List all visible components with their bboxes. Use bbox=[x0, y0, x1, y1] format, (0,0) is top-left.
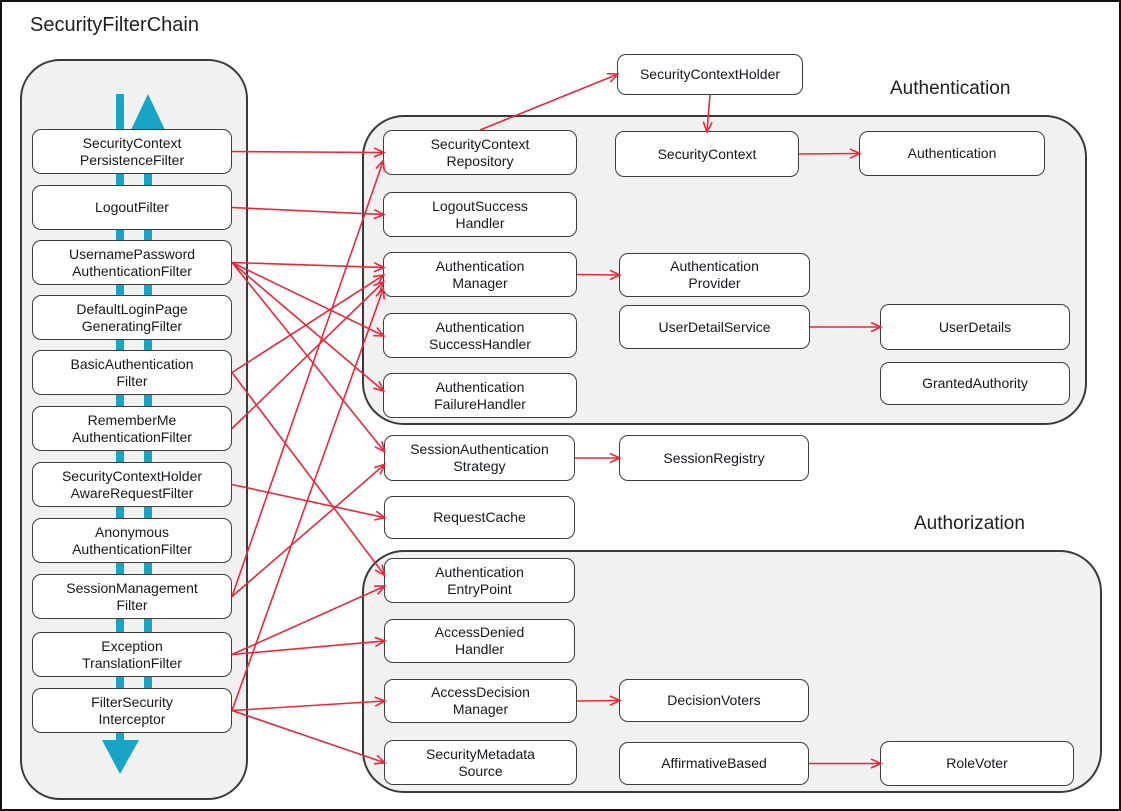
node-logoutFilter: LogoutFilter bbox=[32, 185, 232, 230]
edge-usernamePasswordAuthenticationFilter-to-authenticationManager bbox=[231, 261, 383, 268]
edge-filterSecurityInterceptor-to-authenticationManager bbox=[231, 290, 383, 711]
edge-sessionManagementFilter-to-securityContextRepository bbox=[231, 162, 383, 597]
node-userDetails: UserDetails bbox=[880, 304, 1070, 350]
authentication-group-label: Authentication bbox=[890, 78, 1011, 99]
edge-basicAuthenticationFilter-to-authenticationManager bbox=[231, 276, 383, 374]
node-exceptionTranslationFilter: Exception TranslationFilter bbox=[32, 632, 232, 677]
edge-usernamePasswordAuthenticationFilter-to-authenticationSuccessHandler bbox=[231, 261, 383, 336]
edge-securityContextPersistenceFilter-to-securityContextRepository bbox=[231, 152, 383, 153]
node-securityContext: SecurityContext bbox=[615, 131, 799, 177]
node-anonymousAuthenticationFilter: Anonymous AuthenticationFilter bbox=[32, 518, 232, 563]
node-authenticationSuccessHandler: Authentication SuccessHandler bbox=[383, 313, 577, 358]
edge-basicAuthenticationFilter-to-authenticationEntryPoint bbox=[231, 372, 384, 575]
node-securityContextRepository: SecurityContext Repository bbox=[383, 130, 577, 175]
node-sessionAuthenticationStrategy: SessionAuthentication Strategy bbox=[384, 435, 575, 481]
node-rememberMeAuthenticationFilter: RememberMe AuthenticationFilter bbox=[32, 406, 232, 451]
node-authenticationEntryPoint: Authentication EntryPoint bbox=[384, 558, 575, 603]
edge-logoutFilter-to-logoutSuccessHandler bbox=[231, 206, 383, 215]
node-securityMetadataSource: SecurityMetadata Source bbox=[384, 740, 577, 785]
node-sessionRegistry: SessionRegistry bbox=[619, 435, 809, 481]
node-securityContextPersistenceFilter: SecurityContext PersistenceFilter bbox=[32, 129, 232, 174]
node-authenticationProvider: Authentication Provider bbox=[619, 253, 810, 297]
node-grantedAuthority: GrantedAuthority bbox=[880, 362, 1070, 405]
node-authentication: Authentication bbox=[859, 131, 1045, 176]
edge-usernamePasswordAuthenticationFilter-to-authenticationFailureHandler bbox=[231, 261, 383, 391]
node-securityContextHolderAwareRequestFilter: SecurityContextHolder AwareRequestFilter bbox=[32, 462, 232, 507]
node-authenticationFailureHandler: Authentication FailureHandler bbox=[383, 373, 577, 418]
node-filterSecurityInterceptor: FilterSecurity Interceptor bbox=[32, 688, 232, 733]
node-securityContextHolder: SecurityContextHolder bbox=[617, 54, 803, 95]
node-logoutSuccessHandler: LogoutSuccess Handler bbox=[383, 192, 577, 237]
authorization-group-label: Authorization bbox=[914, 513, 1025, 534]
node-defaultLoginPageGeneratingFilter: DefaultLoginPage GeneratingFilter bbox=[32, 295, 232, 340]
node-basicAuthenticationFilter: BasicAuthentication Filter bbox=[32, 350, 232, 395]
edge-sessionManagementFilter-to-sessionAuthenticationStrategy bbox=[231, 465, 384, 598]
node-accessDeniedHandler: AccessDenied Handler bbox=[384, 619, 575, 663]
edge-rememberMeAuthenticationFilter-to-authenticationManager bbox=[231, 283, 383, 430]
node-usernamePasswordAuthenticationFilter: UsernamePassword AuthenticationFilter bbox=[32, 240, 232, 285]
node-sessionManagementFilter: SessionManagement Filter bbox=[32, 574, 232, 619]
node-roleVoter: RoleVoter bbox=[880, 741, 1074, 786]
diagram-title: SecurityFilterChain bbox=[30, 14, 199, 36]
node-requestCache: RequestCache bbox=[384, 496, 575, 539]
node-authenticationManager: Authentication Manager bbox=[383, 252, 577, 297]
node-affirmativeBased: AffirmativeBased bbox=[619, 742, 809, 785]
edge-securityContextHolderAwareRequestFilter-to-requestCache bbox=[231, 483, 384, 518]
node-decisionVoters: DecisionVoters bbox=[619, 679, 809, 722]
node-userDetailService: UserDetailService bbox=[619, 305, 810, 349]
node-accessDecisionManager: AccessDecision Manager bbox=[384, 679, 577, 723]
